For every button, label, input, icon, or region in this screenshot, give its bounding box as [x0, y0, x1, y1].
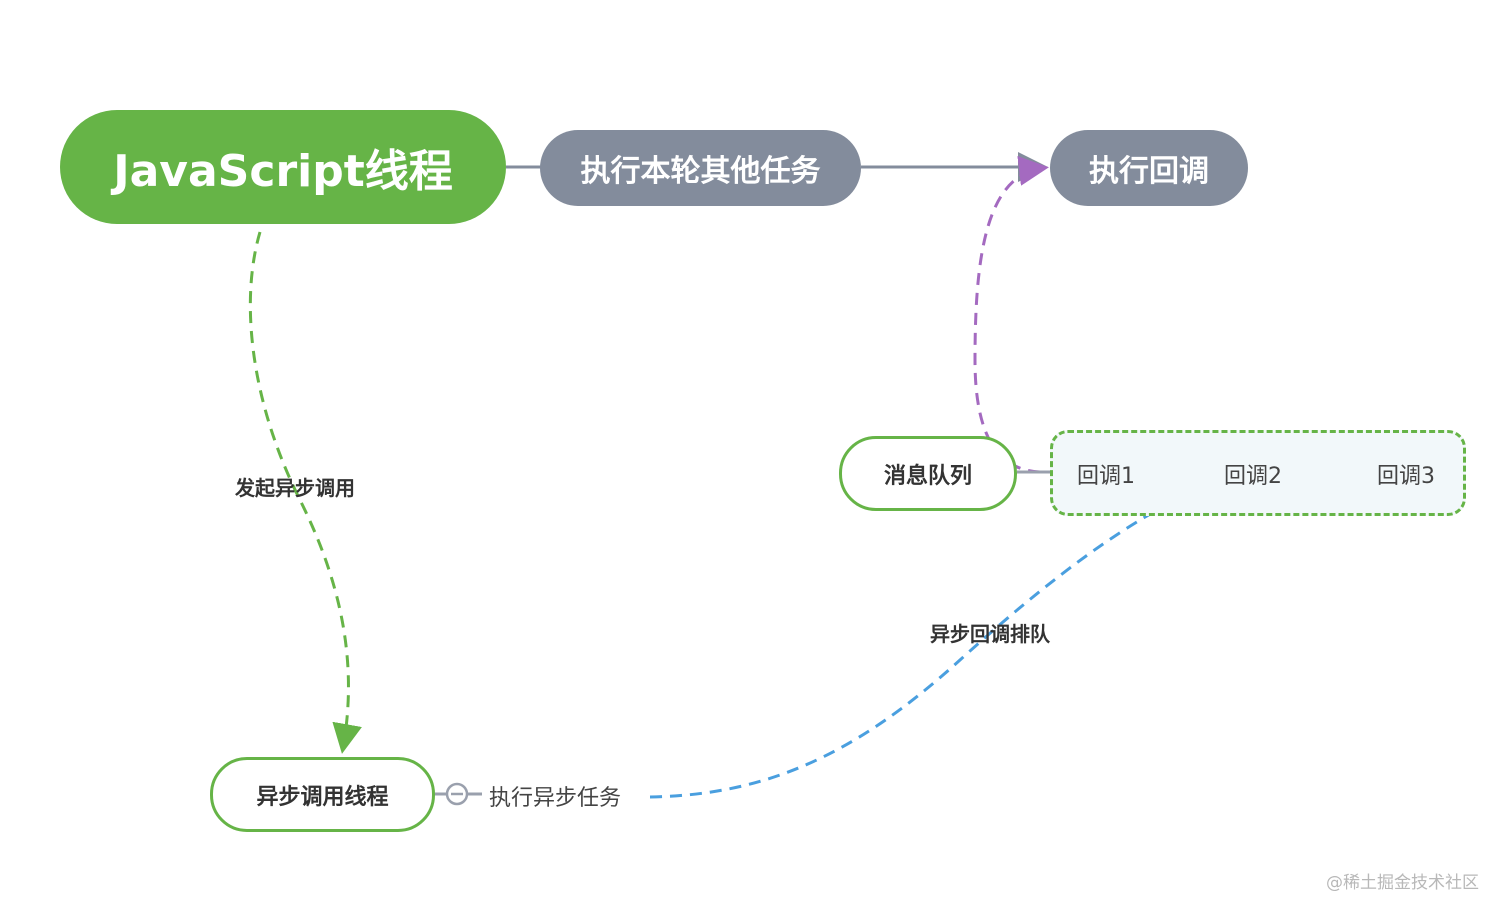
arrow-queue-to-exec	[973, 156, 1049, 474]
node-async-thread[interactable]: 异步调用线程	[210, 757, 435, 832]
node-javascript-thread[interactable]: JavaScript线程	[60, 110, 506, 224]
node-message-queue[interactable]: 消息队列	[839, 436, 1017, 511]
callback-queue-container	[1050, 430, 1466, 516]
queue-callback-1[interactable]: 回调1	[1077, 464, 1135, 489]
arrow-task-to-queue	[649, 450, 1362, 799]
queue-callback-2[interactable]: 回调2	[1224, 464, 1282, 489]
arrow-main-to-async	[248, 231, 362, 754]
node-async-task[interactable]: 执行异步任务	[489, 786, 622, 811]
watermark: @稀土掘金技术社区	[1326, 873, 1479, 893]
edge-label-enqueue-callback: 异步回调排队	[930, 622, 1050, 646]
node-other-tasks[interactable]: 执行本轮其他任务	[540, 130, 861, 206]
node-exec-callback[interactable]: 执行回调	[1050, 130, 1248, 206]
queue-callback-3[interactable]: 回调3	[1377, 464, 1435, 489]
edge-label-start-async: 发起异步调用	[235, 476, 355, 500]
